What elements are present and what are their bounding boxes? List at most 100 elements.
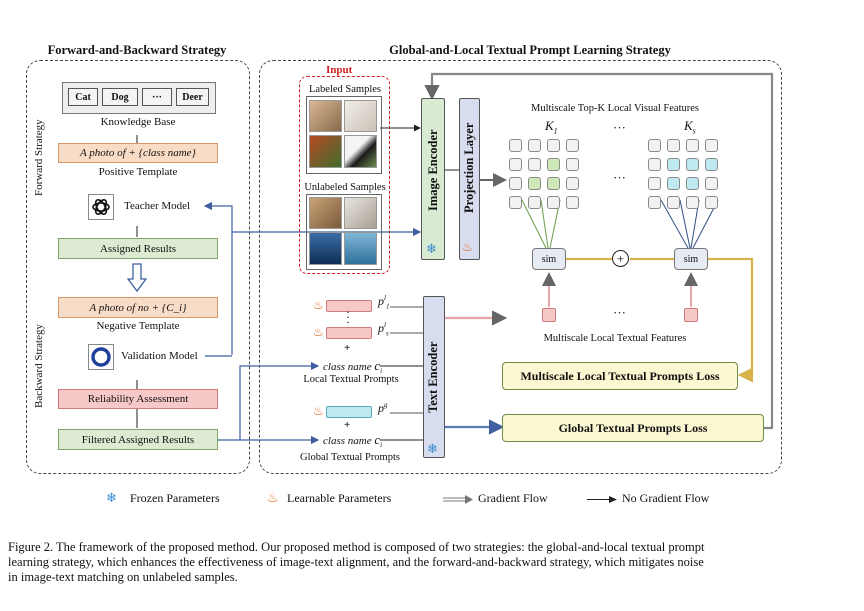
feature-cell [705, 196, 718, 209]
filtered-results-text: Filtered Assigned Results [81, 433, 195, 446]
prompt-vertical-dots: ··· [346, 305, 350, 329]
flame-icon: ♨ [462, 240, 473, 254]
labeled-samples-label: Labeled Samples [308, 84, 382, 95]
legend-learnable: Learnable Parameters [287, 491, 392, 505]
global-loss-text: Global Textual Prompts Loss [558, 420, 708, 435]
cat-photo-2 [309, 197, 342, 229]
feature-cell [667, 158, 680, 171]
legend-frozen: Frozen Parameters [130, 491, 220, 505]
feature-dots-top: ··· [613, 120, 626, 135]
feature-cell [705, 139, 718, 152]
dolphin-photo [344, 232, 377, 265]
cat-photo [309, 100, 342, 132]
feature-cell [566, 196, 579, 209]
textual-feature-1 [542, 308, 556, 322]
feature-cell [648, 139, 661, 152]
feature-cell [667, 196, 680, 209]
feature-dots-mid: ··· [613, 170, 626, 185]
p1-letter: p [378, 294, 384, 308]
unlabeled-samples-label: Unlabeled Samples [304, 182, 386, 193]
pg-label: pg [378, 401, 388, 416]
text-encoder [423, 296, 445, 458]
feature-cell [667, 139, 680, 152]
knowledge-base-label: Knowledge Base [100, 116, 176, 128]
local-loss-text: Multiscale Local Textual Prompts Loss [520, 368, 720, 383]
positive-template-text: A photo of + {class name} [80, 147, 196, 159]
projection-layer-label: Projection Layer [462, 122, 476, 213]
no-gradient-arrow-icon [587, 496, 617, 503]
ks-sub: s [692, 126, 696, 136]
orca-photo [309, 232, 342, 265]
positive-template-label: Positive Template [98, 166, 178, 178]
feature-cell [566, 158, 579, 171]
snowflake-icon: ❄ [106, 490, 117, 505]
k1-letter: K [545, 118, 554, 133]
local-loss-box: Multiscale Local Textual Prompts Loss [502, 362, 738, 390]
feature-cell [509, 158, 522, 171]
feature-cell [509, 177, 522, 190]
flame-icon: ♨ [313, 298, 324, 312]
ps-label: pls [378, 321, 389, 337]
ci-sub: i [380, 441, 383, 450]
flame-icon: ♨ [313, 325, 324, 339]
global-local-panel [259, 60, 782, 474]
input-frame [299, 76, 390, 274]
reliability-assessment-box: Reliability Assessment [58, 389, 218, 409]
negative-template-text: A photo of no + {C_i} [89, 301, 187, 314]
local-prompts-label: Local Textual Prompts [303, 374, 399, 385]
legend-gradient: Gradient Flow [478, 491, 548, 505]
class-chip-dog: Dog [102, 88, 138, 106]
positive-template-box: A photo of + {class name} [58, 143, 218, 163]
ci-letter: c [374, 358, 381, 373]
negative-template-label: Negative Template [96, 320, 180, 332]
feature-cell [547, 139, 560, 152]
feature-cell [648, 158, 661, 171]
feature-cell [528, 139, 541, 152]
multiscale-textual-label: Multiscale Local Textual Features [543, 333, 687, 344]
projection-layer [459, 98, 480, 260]
feature-cell [686, 196, 699, 209]
pg-letter: p [378, 401, 384, 415]
input-label: Input [326, 64, 353, 76]
caption-line-1: Figure 2. The framework of the proposed … [8, 540, 705, 554]
ps-sup: l [384, 321, 386, 329]
text-encoder-label: Text Encoder [426, 341, 440, 414]
feature-cell [686, 158, 699, 171]
feature-cell [509, 139, 522, 152]
ci-letter: c [374, 432, 381, 447]
ks-letter: K [684, 118, 693, 133]
image-encoder [421, 98, 445, 260]
sim-box-s: sim [674, 248, 708, 270]
class-name-global: class name ci [323, 432, 382, 449]
down-arrow-icon [127, 263, 147, 293]
snowflake-icon: ❄ [427, 441, 438, 456]
feature-cell [547, 196, 560, 209]
caption-line-3: in image-text matching on unlabeled samp… [8, 570, 238, 584]
snowflake-icon: ❄ [426, 241, 437, 256]
feature-cell [509, 196, 522, 209]
flame-icon: ♨ [313, 404, 324, 418]
plus-text: + [616, 251, 625, 266]
feature-cell [686, 139, 699, 152]
prompt-plus-global: + [344, 419, 351, 431]
forward-strategy-label: Forward Strategy [33, 119, 45, 197]
labeled-samples-frame [306, 96, 382, 174]
global-prompt [326, 406, 372, 418]
right-panel-title: Global-and-Local Textual Prompt Learning… [389, 43, 671, 57]
assigned-results-text: Assigned Results [99, 242, 177, 255]
image-encoder-label: Image Encoder [426, 129, 440, 211]
feature-cell [547, 177, 560, 190]
class-chip-ellipsis: ··· [142, 88, 172, 106]
flame-icon: ♨ [267, 490, 279, 505]
k1-sub: 1 [553, 126, 558, 136]
legend: ❄ Frozen Parameters ♨ Learnable Paramete… [100, 490, 780, 508]
textual-dots: ··· [613, 305, 626, 320]
figure-caption: Figure 2. The framework of the proposed … [8, 540, 858, 585]
class-name-local: class name ci [323, 358, 382, 375]
dog-photo-2 [344, 197, 377, 229]
reliability-assessment-text: Reliability Assessment [87, 393, 189, 405]
global-loss-box: Global Textual Prompts Loss [502, 414, 764, 442]
feature-cell [547, 158, 560, 171]
left-panel-title: Forward-and-Backward Strategy [47, 43, 227, 57]
sim-box-1: sim [532, 248, 566, 270]
